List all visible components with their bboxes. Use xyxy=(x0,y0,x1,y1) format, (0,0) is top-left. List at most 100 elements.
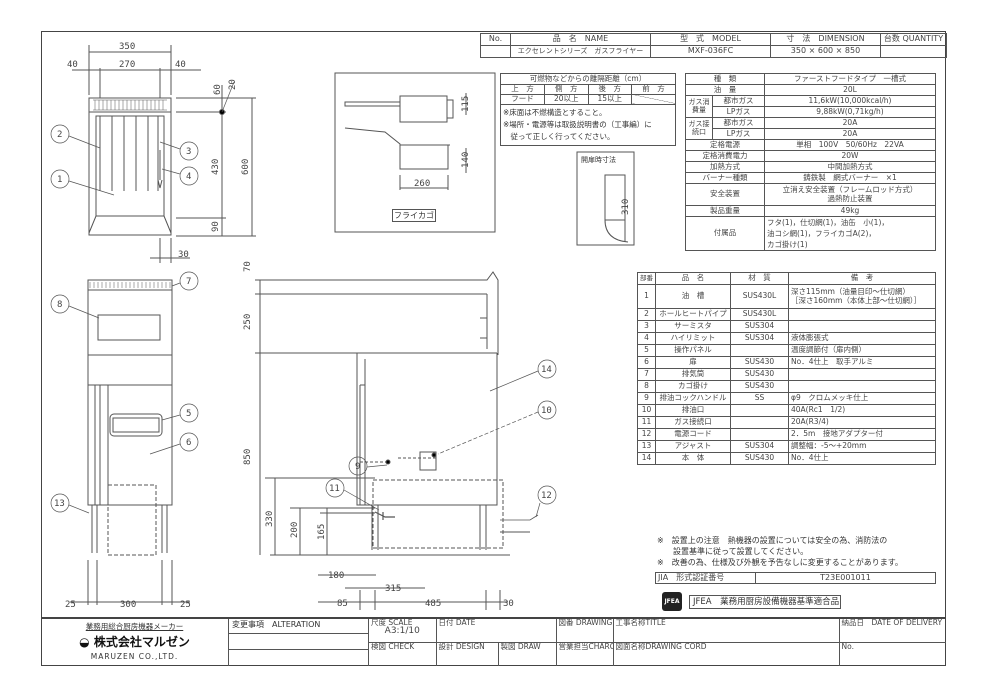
parts-material: SUS430 xyxy=(730,452,789,465)
parts-header: 備 考 xyxy=(788,272,936,285)
parts-remark-line: 温度調節付（扉内側） xyxy=(791,345,866,355)
dim-top-270: 270 xyxy=(119,60,135,70)
quantity-header: 台数 QUANTITY xyxy=(880,33,947,46)
parts-material: SUS304 xyxy=(730,440,789,453)
title-label: 工事名称TITLE xyxy=(612,619,840,643)
dim-side-200: 200 xyxy=(290,522,300,538)
parts-header: 部番 xyxy=(637,272,656,285)
parts-name: 操作パネル xyxy=(655,344,731,357)
parts-remark: φ9 クロムメッキ仕上 xyxy=(788,392,936,405)
spec-label: 定格消費電力 xyxy=(685,150,765,162)
top-view xyxy=(72,45,256,263)
spec-value: 鋳鉄製 網式バーナー ×1 xyxy=(764,172,936,184)
parts-remark-line: No．4仕上 取手アルミ xyxy=(791,357,874,367)
clearance-title: 可燃物などからの離隔距離（cm） xyxy=(501,74,675,85)
dim-top-90: 90 xyxy=(211,221,221,232)
door-open-dim-310: 310 xyxy=(621,199,631,215)
parts-no: 8 xyxy=(637,380,656,393)
parts-material xyxy=(730,428,789,441)
parts-name: アジャスト xyxy=(655,440,731,453)
parts-remark: 20A(R3/4) xyxy=(788,416,936,429)
door-open-title: 開扉時寸法 xyxy=(581,156,616,164)
parts-no: 4 xyxy=(637,332,656,345)
dim-top-430: 430 xyxy=(211,159,221,175)
spec-value: フタ(1)，仕切網(1)，油缶 小(1)， xyxy=(767,218,889,227)
spec-sublabel: 都市ガス xyxy=(712,95,765,107)
spec-value: 49kg xyxy=(764,205,936,217)
spec-label: 定格電源 xyxy=(685,139,765,151)
spec-label: 加熱方式 xyxy=(685,161,765,173)
parts-remark-line: No．4仕上 xyxy=(791,453,829,463)
no-header: No. xyxy=(480,33,511,46)
charge-label: 営業担当CHARGE xyxy=(555,641,614,666)
parts-no: 3 xyxy=(637,320,656,333)
clearance-header-top: 上 方 xyxy=(501,83,545,95)
parts-remark-line: 40A(Rc1 1/2) xyxy=(791,405,846,415)
company-en: MARUZEN CO.,LTD. xyxy=(90,652,179,661)
parts-material: SUS430 xyxy=(730,380,789,393)
company-cell: 業務用総合厨房機器メーカー ◒ 株式会社マルゼン MARUZEN CO.,LTD… xyxy=(41,619,229,666)
maker-line: 業務用総合厨房機器メーカー xyxy=(85,622,184,631)
parts-material xyxy=(730,416,789,429)
parts-no: 1 xyxy=(637,284,656,309)
spec-label: ガス消費量 xyxy=(685,95,713,118)
scale-value: A3:1/10 xyxy=(384,626,420,637)
note-line: 設置基準に従って設置してください。 xyxy=(657,547,809,556)
jia-label: JIA 形式認証番号 xyxy=(655,572,756,584)
door-open-drawing xyxy=(576,151,635,246)
parts-name: 電源コード xyxy=(655,428,731,441)
spec-value: 11,6kW(10,000kcal/h) xyxy=(764,95,936,107)
clearance-note: ※床面は不燃構造とすること。 xyxy=(503,107,607,117)
jfea-label: JFEA 業務用厨房設備機器基準適合品 xyxy=(689,595,841,609)
date-label: 日付 DATE xyxy=(435,619,557,643)
company-logo: ◒ 株式会社マルゼン xyxy=(79,635,190,649)
side-view xyxy=(255,271,539,610)
parts-name: 扉 xyxy=(655,356,731,369)
parts-material: SUS430L xyxy=(730,308,789,321)
clearance-header-back: 後 方 xyxy=(587,83,632,95)
delivery-label: 納品日 DATE OF DELIVERY xyxy=(838,619,946,643)
parts-material xyxy=(730,404,789,417)
clearance-note: ※場所・電源等は取扱説明書の（工事編）に xyxy=(503,119,652,129)
parts-remark xyxy=(788,368,936,381)
parts-remark: 40A(Rc1 1/2) xyxy=(788,404,936,417)
parts-remark xyxy=(788,308,936,321)
parts-material xyxy=(730,344,789,357)
spec-value: ファーストフードタイプ 一槽式 xyxy=(764,73,936,85)
notes: ※ 設置上の注意 熱機器の設置については安全の為、消防法の 設置基準に従って設置… xyxy=(657,535,903,568)
parts-material: SUS304 xyxy=(730,320,789,333)
spec-label: 付属品 xyxy=(685,216,765,251)
jfea-logo: JFEA xyxy=(662,592,682,611)
footer-block: 業務用総合厨房機器メーカー ◒ 株式会社マルゼン MARUZEN CO.,LTD… xyxy=(41,617,946,666)
spec-value: 20A xyxy=(764,128,936,140)
dim-side-165: 165 xyxy=(317,524,327,540)
clearance-top: フード xyxy=(501,93,545,105)
model-value: MXF-036FC xyxy=(650,45,771,58)
callout-9: 9 xyxy=(355,462,360,472)
parts-remark: No．4仕上 xyxy=(788,452,936,465)
dim-side-85: 85 xyxy=(337,599,348,609)
clearance-header-side: 側 方 xyxy=(544,83,589,95)
dim-top-60: 60 xyxy=(213,84,223,95)
parts-no: 2 xyxy=(637,308,656,321)
drawing-no-label: 図番 DRAWING No. xyxy=(555,619,614,643)
spec-value: 過熱防止装置 xyxy=(827,193,873,203)
parts-remark-line: 液体膨張式 xyxy=(791,333,829,343)
parts-name: サーミスタ xyxy=(655,320,731,333)
dim-side-70: 70 xyxy=(243,261,253,272)
callout-1: 1 xyxy=(57,175,62,185)
parts-remark: 調整幅：-5～+20mm xyxy=(788,440,936,453)
parts-no: 5 xyxy=(637,344,656,357)
parts-no: 10 xyxy=(637,404,656,417)
parts-remark-line: 深さ115mm（油量目印～仕切網） xyxy=(791,287,910,297)
parts-material: SUS304 xyxy=(730,332,789,345)
spec-value: カゴ掛け(1) xyxy=(767,240,808,249)
dim-side-180: 180 xyxy=(328,571,344,581)
